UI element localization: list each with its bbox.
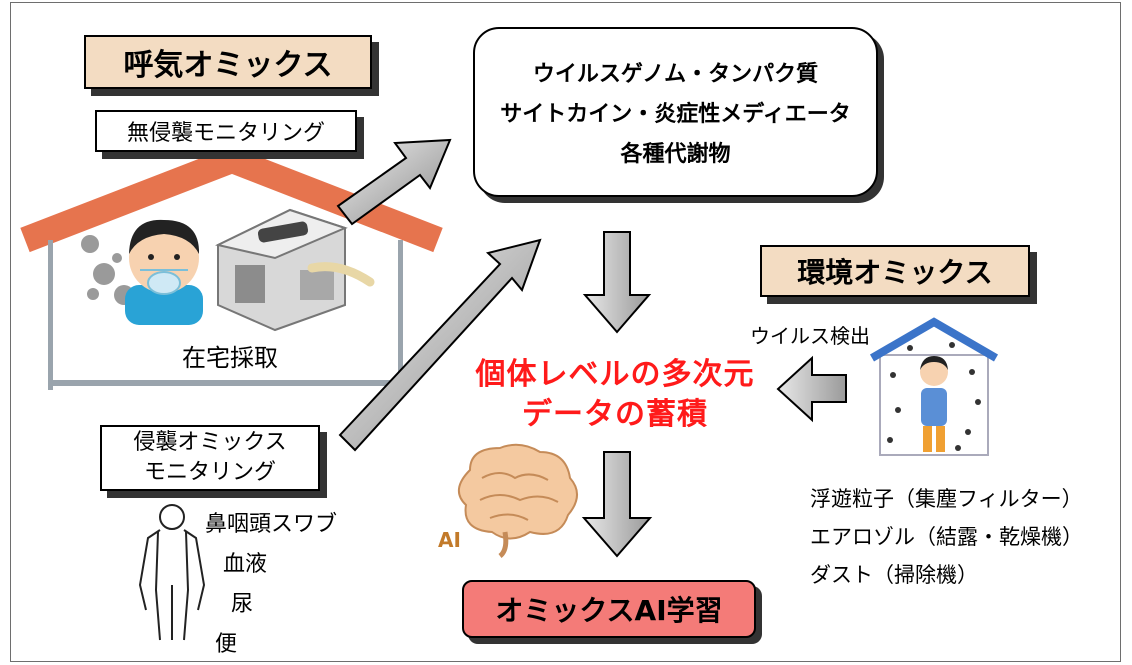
- center-accumulation-text: 個体レベルの多次元 データの蓄積: [460, 355, 770, 435]
- center-line-2: データの蓄積: [522, 397, 708, 432]
- env-source-item: ダスト（掃除機）: [810, 563, 978, 587]
- breath-omics-label: 呼気オミックス: [84, 35, 372, 89]
- brain-icon: [458, 443, 578, 558]
- invasive-samples-list: 鼻咽頭スワブ 血液 尿 便: [205, 505, 337, 665]
- house-illustration: [20, 146, 443, 390]
- sample-item: 鼻咽頭スワブ: [205, 512, 338, 537]
- noninvasive-monitoring-text: 無侵襲モニタリング: [126, 121, 325, 146]
- breath-omics-title: 呼気オミックス: [123, 48, 333, 83]
- sample-item: 便: [215, 632, 238, 657]
- environmental-omics-title: 環境オミックス: [797, 256, 993, 289]
- sample-item: 血液: [223, 552, 268, 577]
- analyte-line-2: サイトカイン・炎症性メディエータ: [500, 102, 851, 127]
- invasive-monitoring-label: 侵襲オミックス モニタリング: [100, 425, 320, 491]
- invasive-label-line-2: モニタリング: [143, 460, 276, 485]
- breath-collection-device-icon: [215, 208, 375, 332]
- virus-particles-icon: [81, 235, 134, 305]
- noninvasive-monitoring-label: 無侵襲モニタリング: [95, 110, 357, 152]
- environmental-sources-list: 浮遊粒子（集塵フィルター） エアロゾル（結露・乾燥機） ダスト（掃除機）: [810, 480, 1083, 594]
- arrow-invasive-to-analytes: [338, 238, 542, 452]
- patient-mask-icon: [125, 219, 203, 325]
- human-body-icon: [138, 504, 206, 641]
- center-line-1: 個体レベルの多次元: [475, 357, 755, 392]
- omics-ai-learning-text: オミックスAI学習: [495, 594, 723, 627]
- omics-ai-learning-box: オミックスAI学習: [462, 580, 756, 638]
- environment-house-icon: [869, 317, 999, 456]
- invasive-label-line-1: 侵襲オミックス: [133, 430, 287, 455]
- env-source-item: 浮遊粒子（集塵フィルター）: [810, 487, 1083, 511]
- analytes-box: ウイルスゲノム・タンパク質 サイトカイン・炎症性メディエータ 各種代謝物: [473, 27, 878, 197]
- sample-item: 尿: [231, 592, 254, 617]
- arrow-down-to-center: [582, 231, 652, 334]
- env-source-item: エアロゾル（結露・乾燥機）: [810, 525, 1083, 549]
- analyte-line-3: 各種代謝物: [620, 142, 731, 167]
- environmental-omics-label: 環境オミックス: [760, 245, 1030, 297]
- analyte-line-1: ウイルスゲノム・タンパク質: [532, 62, 819, 87]
- arrow-environment-to-center: [776, 355, 847, 423]
- home-collection-text: 在宅採取: [182, 344, 278, 372]
- arrow-down-to-ai: [581, 451, 653, 558]
- ai-badge-text: AI: [438, 528, 461, 552]
- virus-detection-text: ウイルス検出: [750, 324, 870, 348]
- arrow-breath-to-analytes: [336, 138, 452, 226]
